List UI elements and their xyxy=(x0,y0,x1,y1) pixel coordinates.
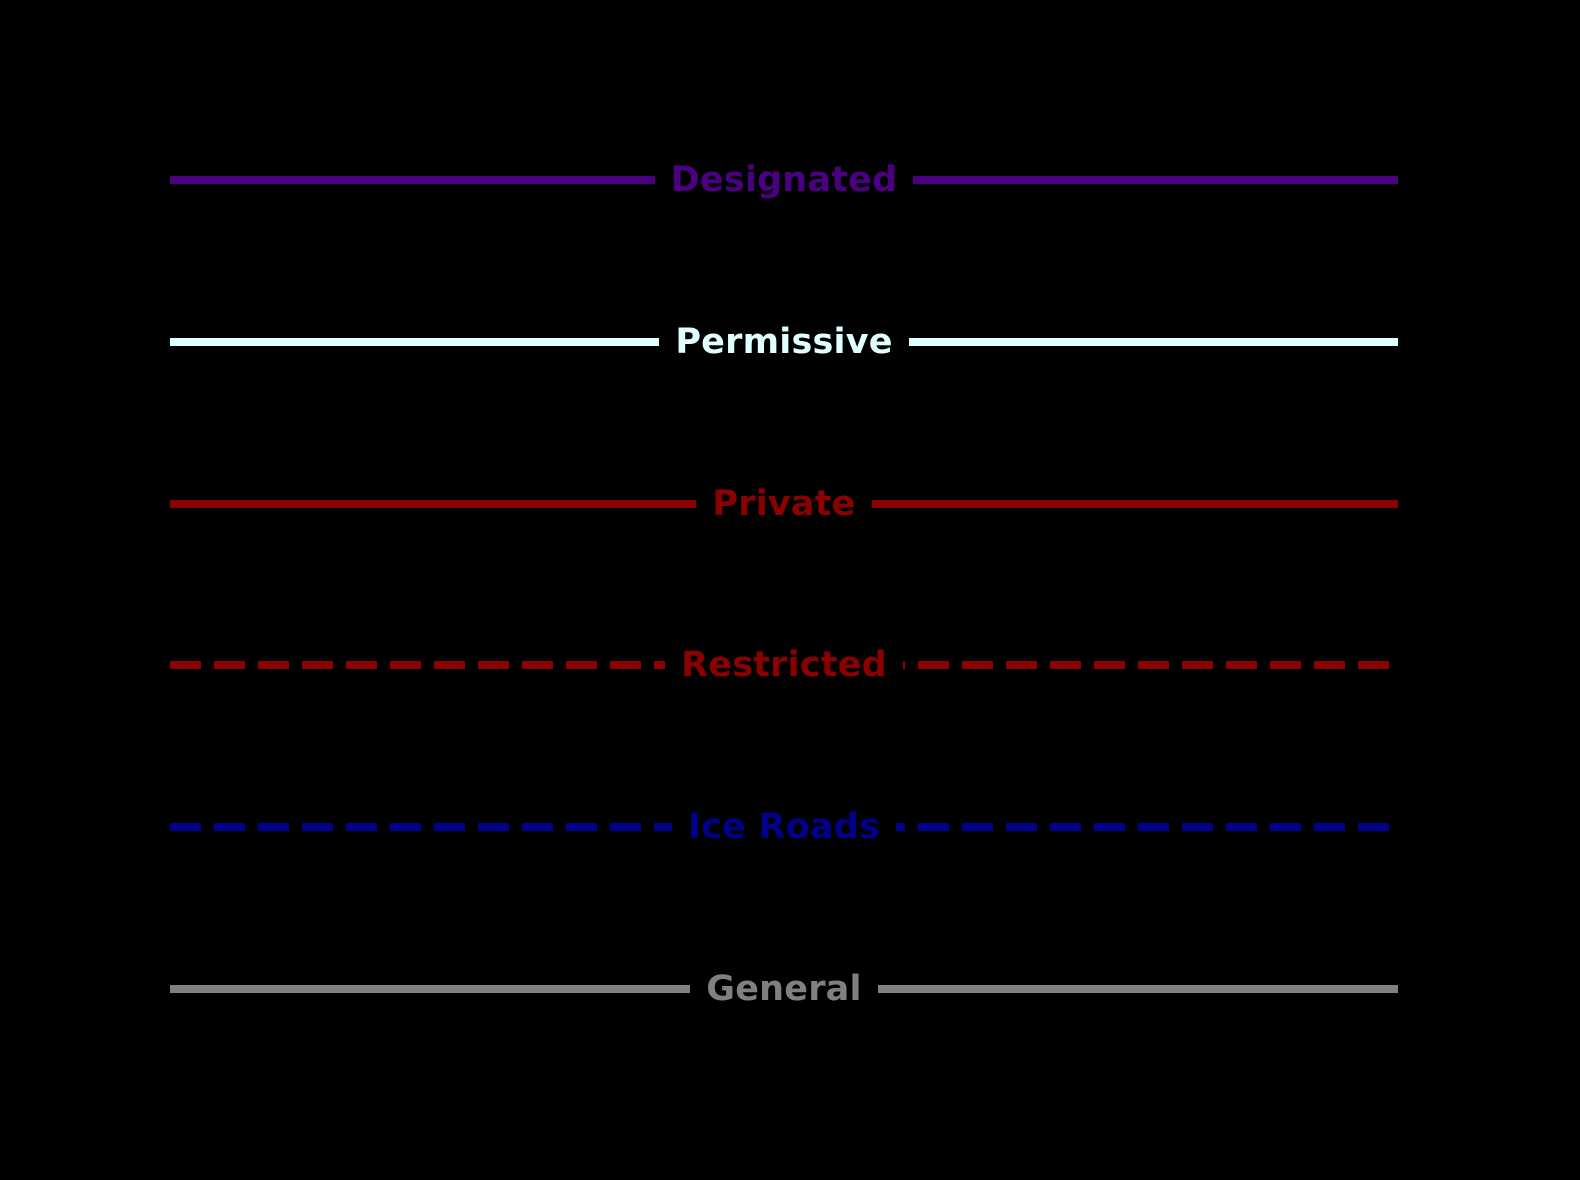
legend-label-restricted: Restricted xyxy=(665,647,903,683)
legend-label-ice-roads: Ice Roads xyxy=(672,809,896,845)
legend-entry-designated: Designated xyxy=(170,150,1398,210)
legend-entry-general: General xyxy=(170,959,1398,1019)
legend-entry-private: Private xyxy=(170,474,1398,534)
legend-label-private: Private xyxy=(696,486,872,522)
legend-entry-permissive: Permissive xyxy=(170,312,1398,372)
legend-entry-ice-roads: Ice Roads xyxy=(170,797,1398,857)
legend-entry-restricted: Restricted xyxy=(170,635,1398,695)
legend-label-general: General xyxy=(690,971,878,1007)
legend-label-designated: Designated xyxy=(654,162,914,198)
legend-label-permissive: Permissive xyxy=(659,324,909,360)
